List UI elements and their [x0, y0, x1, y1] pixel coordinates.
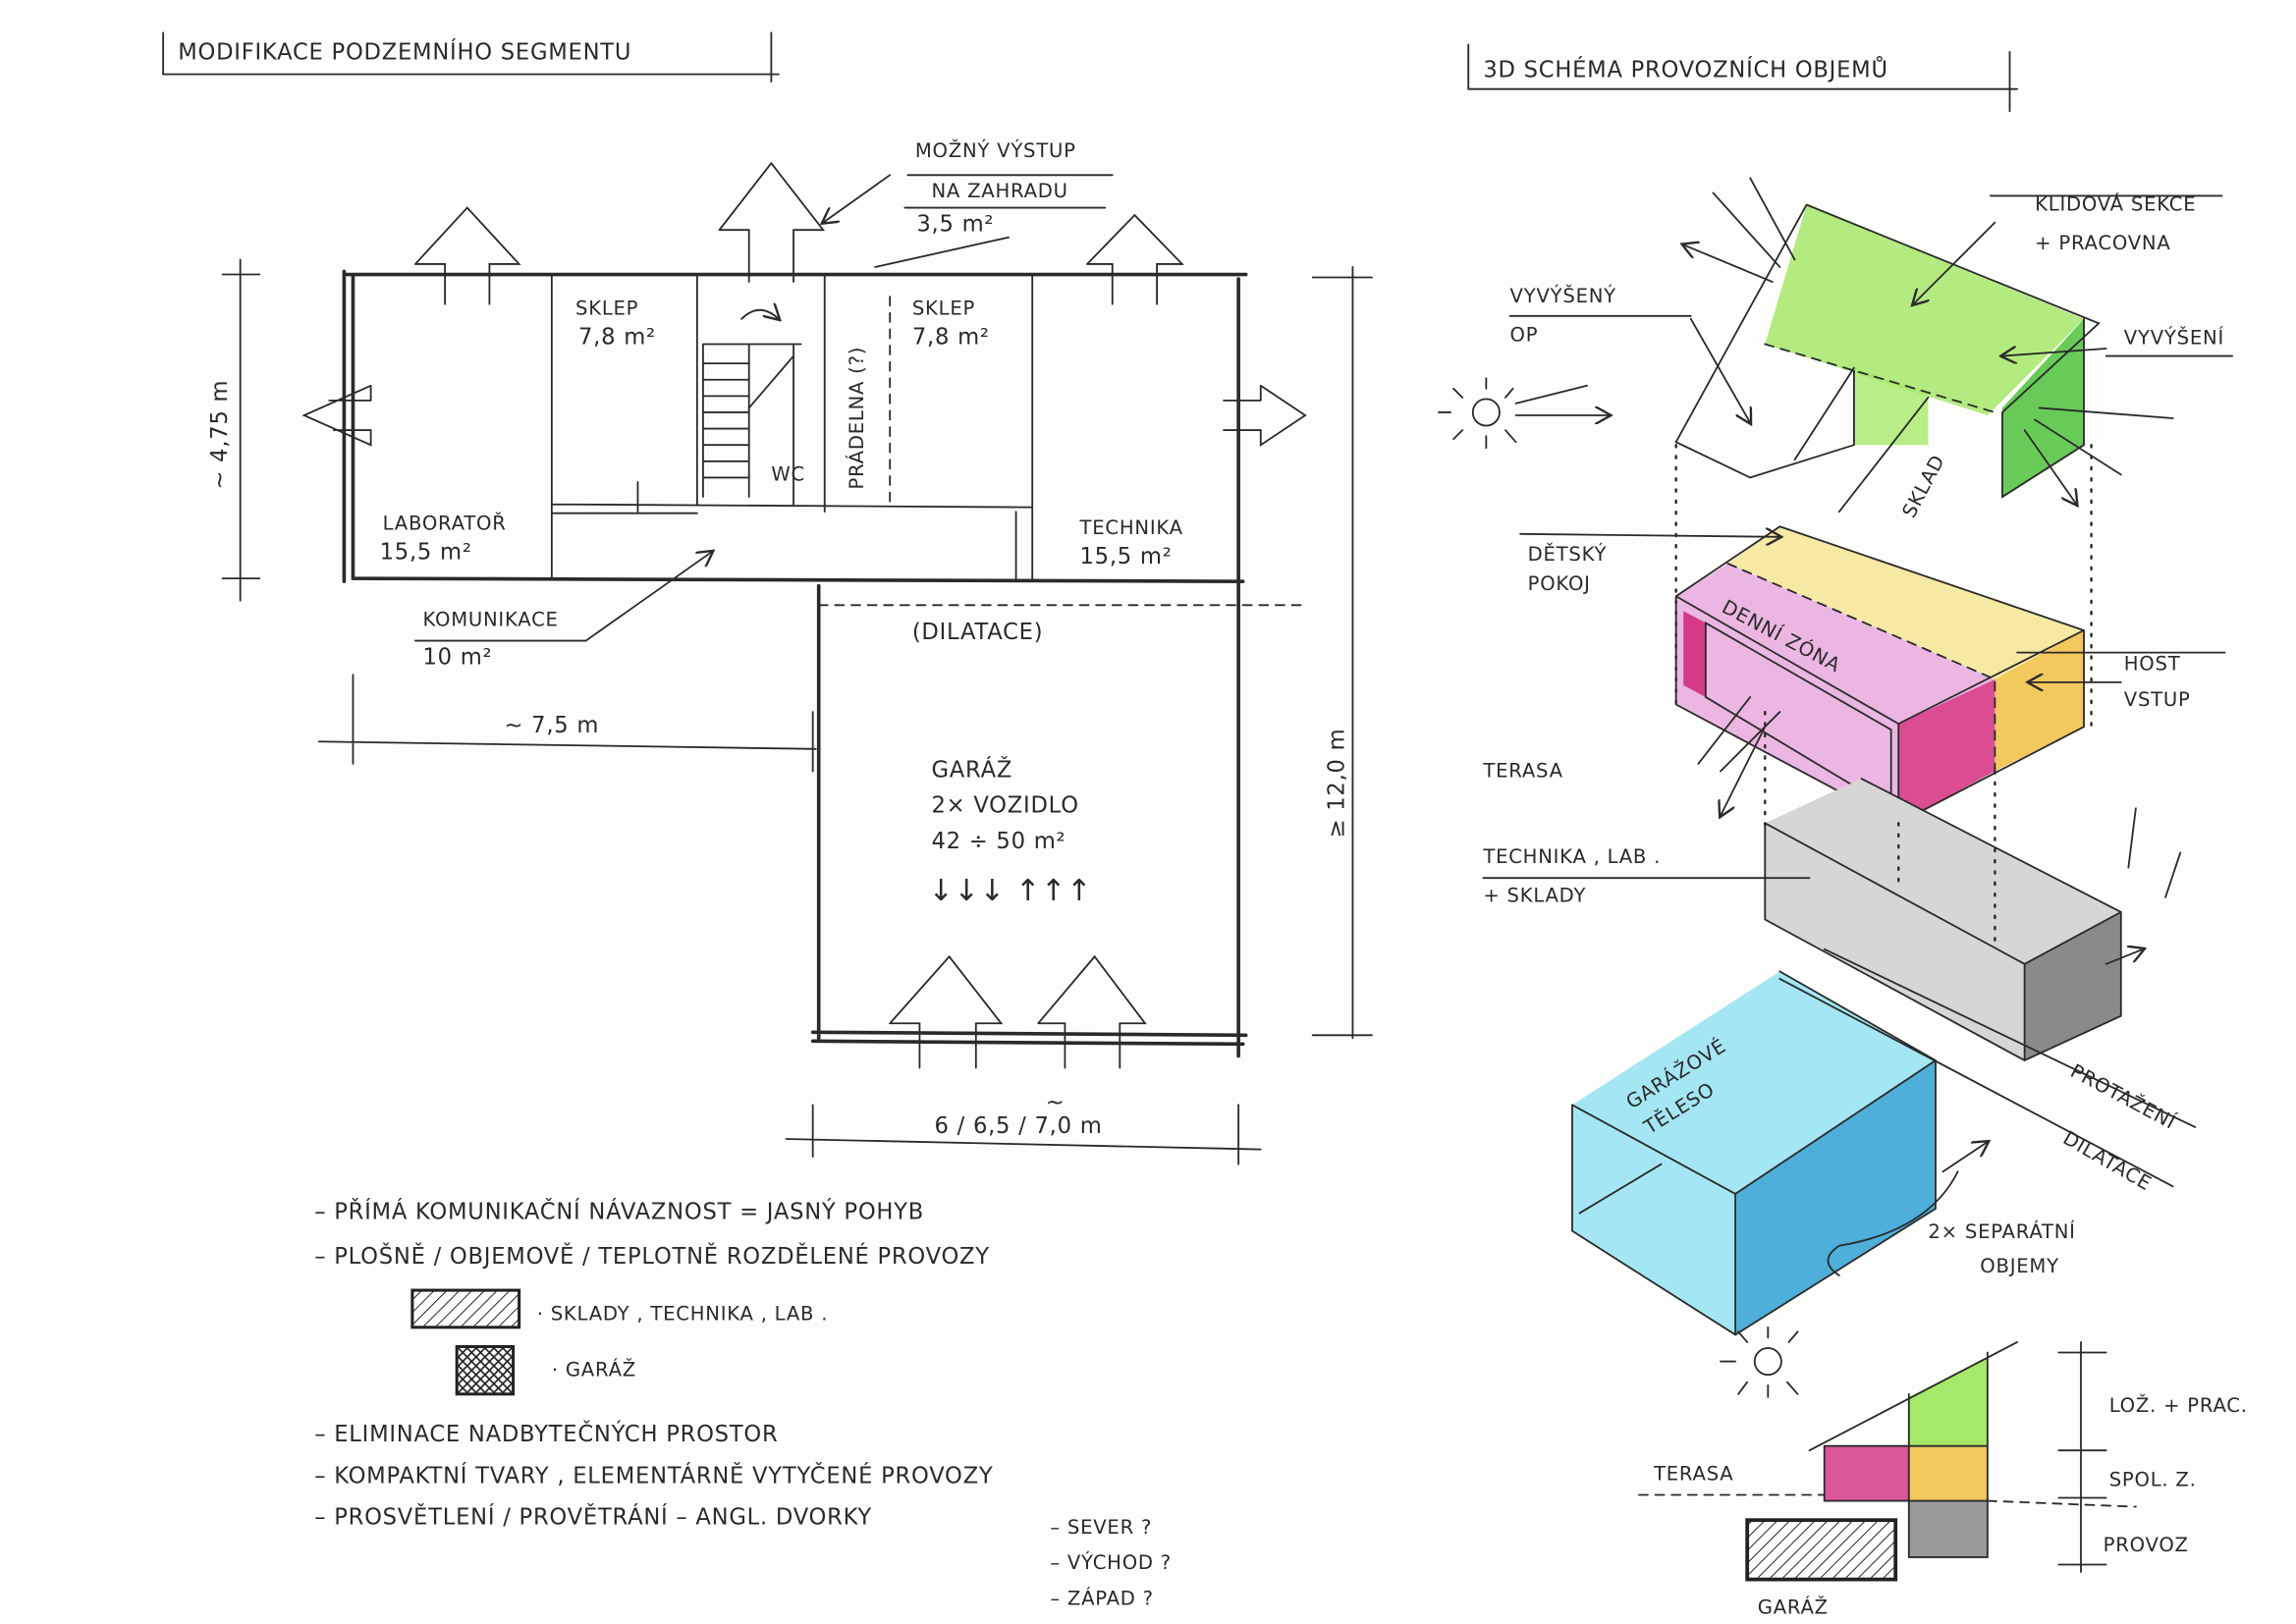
room-pradelna: PRÁDELNA (?)	[846, 347, 868, 490]
sun-icon	[1720, 1326, 1799, 1398]
room-garaz: GARÁŽ	[931, 756, 1012, 784]
volume-day-opening-side	[1683, 611, 1706, 697]
exit-arrow-icon	[301, 384, 372, 447]
section-grey-cell	[1908, 1500, 1988, 1557]
room-sklep-right-area: 7,8 m²	[912, 324, 990, 350]
label-terasa: TERASA	[1482, 760, 1562, 783]
exit-arrow-icon	[1223, 384, 1307, 447]
room-komunikace: KOMUNIKACE	[422, 608, 558, 630]
orientation-item: – VÝCHOD ?	[1050, 1551, 1172, 1574]
section-terasa: TERASA	[1653, 1462, 1733, 1485]
label-sklady: + SKLADY	[1483, 884, 1586, 906]
exit-arrow-icon	[413, 206, 521, 305]
floor-plan: SKLEP 7,8 m² SKLEP 7,8 m² PRÁDELNA (?) W…	[207, 138, 1373, 1165]
section-spol: SPOL. Z.	[2109, 1468, 2197, 1490]
room-technika-area: 15,5 m²	[1080, 544, 1173, 569]
room-laborator-area: 15,5 m²	[380, 539, 472, 565]
label-sklad: SKLAD	[1897, 451, 1949, 521]
room-garaz-area: 42 ÷ 50 m²	[931, 829, 1066, 854]
notes: – PŘÍMÁ KOMUNIKAČNÍ NÁVAZNOST = JASNÝ PO…	[314, 1198, 1172, 1610]
section-garage-hatch	[1745, 1518, 1898, 1582]
label-op: OP	[1510, 323, 1539, 346]
volume-garage-side	[1735, 1059, 1936, 1335]
volume-garage-top	[1571, 971, 1936, 1194]
orientation-item: – ZÁPAD ?	[1050, 1587, 1154, 1609]
label-protazeni: PROTAŽENÍ	[2067, 1058, 2180, 1134]
room-komunikace-area: 10 m²	[422, 645, 492, 671]
label-separatni: 2× SEPARÁTNÍ	[1928, 1220, 2075, 1243]
dim-width-garage: 6 / 6,5 / 7,0 m	[935, 1113, 1103, 1139]
volume-tech-top	[1765, 779, 2121, 964]
room-sklep-left-area: 7,8 m²	[578, 324, 656, 350]
orientation-item: – SEVER ?	[1050, 1516, 1152, 1539]
room-wc: WC	[771, 462, 805, 485]
legend-label: · SKLADY , TECHNIKA , LAB .	[537, 1302, 828, 1325]
staircase	[701, 310, 802, 506]
exit-note-line2: NA ZAHRADU	[931, 180, 1067, 202]
dim-garage-tilde: ~	[1046, 1090, 1066, 1115]
title-left-text: MODIFIKACE PODZEMNÍHO SEGMENTU	[178, 38, 631, 66]
room-garaz-cars: 2× VOZIDLO	[931, 793, 1078, 819]
legend-crosshatch-swatch	[455, 1344, 516, 1396]
note-item: – PLOŠNĚ / OBJEMOVĚ / TEPLOTNĚ ROZDĚLENÉ…	[314, 1242, 990, 1270]
label-dilatace: DILATACE	[2059, 1126, 2156, 1195]
volume-garage-front	[1571, 1105, 1736, 1335]
room-technika: TECHNIKA	[1079, 516, 1183, 539]
section-scheme: TERASA LOŽ. + PRAC. SPOL. Z. PROVOZ GARÁ…	[1638, 1326, 2248, 1618]
exit-arrow-icon	[718, 161, 826, 283]
room-laborator: LABORATOŘ	[383, 512, 507, 534]
label-detsky: DĚTSKÝ	[1528, 543, 1608, 566]
title-right: 3D SCHÉMA PROVOZNÍCH OBJEMŮ	[1467, 43, 2018, 113]
traffic-arrows: ↓↓↓ ↑↑↑	[928, 874, 1092, 908]
dilatace-label: (DILATACE)	[912, 620, 1043, 645]
exit-arrow-icon	[1086, 213, 1184, 305]
title-left: MODIFIKACE PODZEMNÍHO SEGMENTU	[162, 31, 780, 83]
section-green-cell	[1908, 1357, 1988, 1446]
section-provoz: PROVOZ	[2104, 1534, 2189, 1556]
label-klidova: KLIDOVÁ SEKCE	[2035, 193, 2196, 216]
dim-height-left: ~ 4,75 m	[207, 380, 233, 490]
label-vyvyseni: VYVÝŠENÍ	[2124, 325, 2224, 349]
note-item: – ELIMINACE NADBYTEČNÝCH PROSTOR	[314, 1420, 778, 1447]
section-loz: LOŽ. + PRAC.	[2109, 1393, 2248, 1417]
dim-width-left: ~ 7,5 m	[505, 713, 600, 738]
label-host: HOST	[2124, 653, 2181, 676]
volume-tech-front	[1765, 823, 2025, 1060]
label-vyvyseny: VYVÝŠENÝ	[1510, 284, 1617, 307]
volume-day-top-yellow	[1727, 526, 2085, 679]
volume-day-top-pink	[1675, 564, 1995, 725]
room-sklep-left: SKLEP	[575, 297, 638, 319]
note-item: – PROSVĚTLENÍ / PROVĚTRÁNÍ – ANGL. DVORK…	[314, 1503, 872, 1531]
room-sklep-right: SKLEP	[912, 297, 975, 319]
label-vstup: VSTUP	[2124, 688, 2191, 711]
dim-height-right: ≥ 12,0 m	[1324, 729, 1349, 839]
section-pink-cell	[1824, 1445, 1909, 1501]
note-item: – PŘÍMÁ KOMUNIKAČNÍ NÁVAZNOST = JASNÝ PO…	[314, 1198, 924, 1225]
exit-note-area: 3,5 m²	[916, 212, 994, 238]
section-yellow-cell	[1908, 1445, 1988, 1501]
exit-arrow-icon	[889, 954, 1004, 1069]
volume-day-front	[1675, 596, 1899, 824]
legend-hatch-swatch	[410, 1288, 521, 1329]
section-garaz: GARÁŽ	[1758, 1595, 1829, 1618]
note-item: – KOMPAKTNÍ TVARY , ELEMENTÁRNĚ VYTYČENÉ…	[314, 1461, 993, 1489]
volume-day-end-orange	[1995, 629, 2085, 772]
label-technika-lab: TECHNIKA , LAB .	[1482, 845, 1661, 868]
volume-tech-side	[2024, 911, 2121, 1060]
title-right-text: 3D SCHÉMA PROVOZNÍCH OBJEMŮ	[1483, 55, 1887, 83]
exit-arrow-icon	[1037, 954, 1147, 1069]
sun-icon	[1438, 377, 1517, 450]
volume-day-end-magenta	[1898, 678, 1995, 824]
label-pokoj: POKOJ	[1528, 572, 1591, 595]
label-objemy: OBJEMY	[1980, 1255, 2059, 1277]
volume-scheme: SKLAD DENNÍ ZÓNA GARÁŽOVÉ TĚLESO	[1438, 177, 2233, 1336]
legend-label: · GARÁŽ	[552, 1358, 636, 1381]
exit-note-line1: MOŽNÝ VÝSTUP	[915, 138, 1076, 162]
label-pracovna: + PRACOVNA	[2035, 232, 2170, 254]
